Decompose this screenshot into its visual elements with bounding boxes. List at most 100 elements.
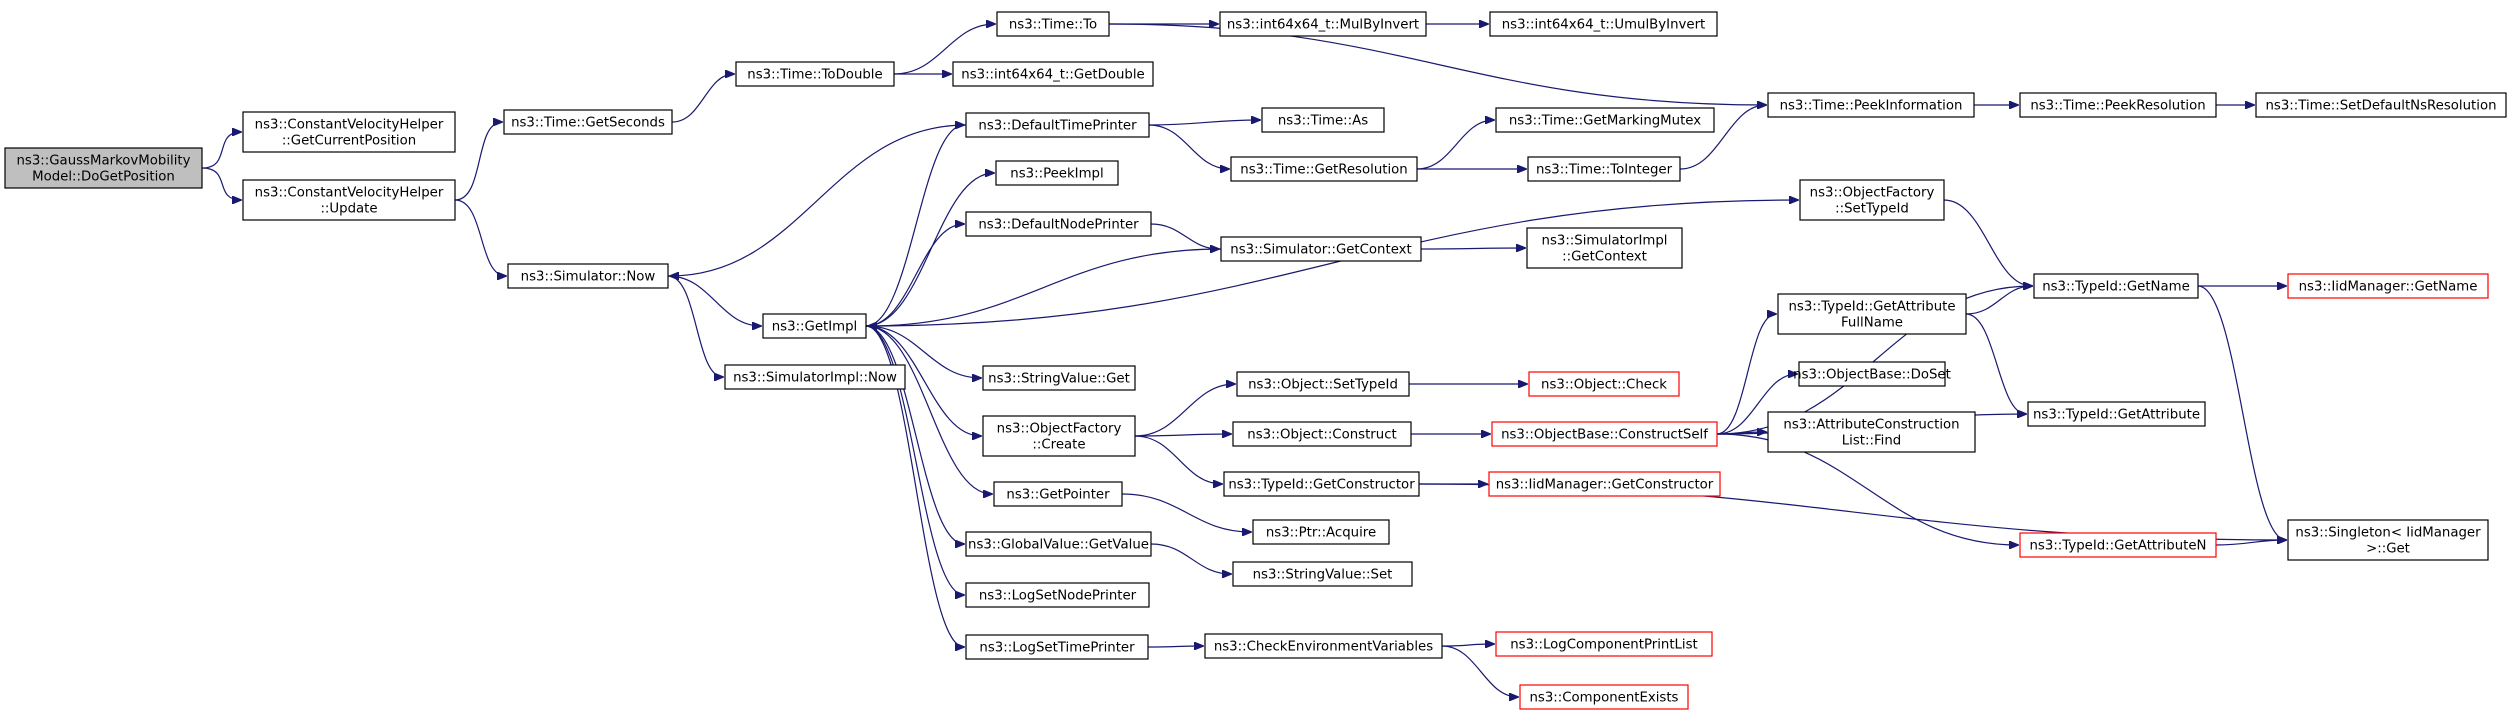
node-label: ns3::GetPointer bbox=[1006, 488, 1110, 503]
node-box bbox=[982, 365, 1136, 391]
node-checkenvvars[interactable]: ns3::CheckEnvironmentVariables bbox=[1204, 633, 1443, 659]
node-peekimpl[interactable]: ns3::PeekImpl bbox=[995, 160, 1119, 186]
node-box bbox=[965, 634, 1149, 660]
node-box bbox=[995, 160, 1119, 186]
node-time-getmarkingmutex[interactable]: ns3::Time::GetMarkingMutex bbox=[1495, 107, 1715, 133]
node-time-tointeger[interactable]: ns3::Time::ToInteger bbox=[1527, 156, 1681, 182]
call-edge-getimpl-to-globalvalue_getvalue bbox=[865, 325, 964, 544]
node-object-settypeid[interactable]: ns3::Object::SetTypeId bbox=[1236, 371, 1410, 397]
node-time-getresolution[interactable]: ns3::Time::GetResolution bbox=[1230, 156, 1418, 182]
node-box bbox=[1767, 92, 1975, 118]
node-stringvalue-get[interactable]: ns3::StringValue::Get bbox=[982, 365, 1136, 391]
node-label: ns3::TypeId::GetAttribute bbox=[1788, 300, 1955, 315]
node-umulbyinvert[interactable]: ns3::int64x64_t::UmulByInvert bbox=[1489, 11, 1718, 37]
node-time-peekinformation[interactable]: ns3::Time::PeekInformation bbox=[1767, 92, 1975, 118]
node-label: ns3::IidManager::GetConstructor bbox=[1496, 478, 1714, 493]
node-simulator-now[interactable]: ns3::Simulator::Now bbox=[507, 263, 669, 289]
node-label: ns3::GlobalValue::GetValue bbox=[968, 538, 1149, 553]
node-label: ns3::Time::SetDefaultNsResolution bbox=[2265, 99, 2496, 114]
edge-line bbox=[201, 167, 241, 200]
call-edge-objectfactory_create-to-object_construct bbox=[1134, 434, 1231, 436]
node-cvh-getcurpos[interactable]: ns3::ConstantVelocityHelper::GetCurrentP… bbox=[242, 111, 456, 153]
node-time-as[interactable]: ns3::Time::As bbox=[1261, 107, 1385, 133]
node-componentexists[interactable]: ns3::ComponentExists bbox=[1519, 684, 1689, 710]
edge-line bbox=[865, 200, 1798, 327]
node-box bbox=[1219, 11, 1427, 37]
node-cvh-update[interactable]: ns3::ConstantVelocityHelper::Update bbox=[242, 179, 456, 221]
node-label: ::SetTypeId bbox=[1835, 202, 1909, 217]
node-iidmanager-getname[interactable]: ns3::IidManager::GetName bbox=[2287, 273, 2489, 299]
edge-line bbox=[1150, 543, 1231, 574]
node-simimpl-getcontext[interactable]: ns3::SimulatorImpl::GetContext bbox=[1526, 227, 1683, 269]
node-box bbox=[1495, 107, 1715, 133]
node-box bbox=[4, 147, 203, 189]
node-label: ns3::TypeId::GetAttribute bbox=[2033, 408, 2200, 423]
node-box bbox=[2287, 519, 2489, 561]
node-simimpl-now[interactable]: ns3::SimulatorImpl::Now bbox=[724, 364, 906, 390]
node-simulator-getcontext[interactable]: ns3::Simulator::GetContext bbox=[1220, 236, 1422, 262]
node-time-setdefaultnsres[interactable]: ns3::Time::SetDefaultNsResolution bbox=[2255, 92, 2507, 118]
edge-line bbox=[1121, 493, 1251, 532]
node-box bbox=[735, 61, 895, 87]
node-typeid-getconstructor[interactable]: ns3::TypeId::GetConstructor bbox=[1223, 471, 1420, 497]
node-typeid-getattribute[interactable]: ns3::TypeId::GetAttribute bbox=[2027, 401, 2206, 427]
node-defaultnodeprinter[interactable]: ns3::DefaultNodePrinter bbox=[965, 211, 1152, 237]
node-logsettimeprinter[interactable]: ns3::LogSetTimePrinter bbox=[965, 634, 1149, 660]
node-stringvalue-set[interactable]: ns3::StringValue::Set bbox=[1232, 561, 1413, 587]
node-time-getseconds[interactable]: ns3::Time::GetSeconds bbox=[503, 109, 673, 135]
node-globalvalue-getvalue[interactable]: ns3::GlobalValue::GetValue bbox=[965, 531, 1152, 557]
node-logcomponentprintlist[interactable]: ns3::LogComponentPrintList bbox=[1495, 631, 1713, 657]
edge-line bbox=[865, 224, 964, 327]
node-label: FullName bbox=[1841, 316, 1903, 331]
node-label: ns3::GetImpl bbox=[772, 320, 857, 335]
node-time-todouble[interactable]: ns3::Time::ToDouble bbox=[735, 61, 895, 87]
node-label: List::Find bbox=[1842, 434, 1901, 449]
node-objectfactory-create[interactable]: ns3::ObjectFactory::Create bbox=[982, 415, 1136, 457]
node-getpointer[interactable]: ns3::GetPointer bbox=[993, 481, 1123, 507]
edge-line bbox=[454, 199, 506, 276]
node-box bbox=[2033, 273, 2199, 299]
node-label: ns3::Time::To bbox=[1009, 18, 1097, 33]
edge-line bbox=[865, 325, 981, 436]
edge-line bbox=[1441, 644, 1494, 646]
node-label: ns3::Object::Construct bbox=[1247, 428, 1396, 443]
node-box bbox=[2027, 401, 2206, 427]
node-time-to[interactable]: ns3::Time::To bbox=[996, 11, 1110, 37]
node-iidmanager-getconstructor[interactable]: ns3::IidManager::GetConstructor bbox=[1488, 471, 1721, 497]
node-box bbox=[1232, 561, 1413, 587]
node-logsetnodeprinter[interactable]: ns3::LogSetNodePrinter bbox=[965, 582, 1150, 608]
node-getimpl[interactable]: ns3::GetImpl bbox=[762, 313, 867, 339]
node-objectbase-doset[interactable]: ns3::ObjectBase::DoSet bbox=[1793, 361, 1951, 387]
node-object-check[interactable]: ns3::Object::Check bbox=[1528, 371, 1680, 397]
node-objectbase-constructself[interactable]: ns3::ObjectBase::ConstructSelf bbox=[1491, 421, 1718, 447]
node-label: ns3::TypeId::GetName bbox=[2042, 280, 2190, 295]
call-edge-time_tointeger-to-time_peekinformation bbox=[1679, 105, 1766, 170]
call-edge-defaultnodeprinter-to-simulator_getcontext bbox=[1150, 223, 1219, 249]
node-ptr-acquire[interactable]: ns3::Ptr::Acquire bbox=[1252, 519, 1390, 545]
node-label: ::Update bbox=[320, 202, 377, 217]
node-object-construct[interactable]: ns3::Object::Construct bbox=[1232, 421, 1412, 447]
node-label: ns3::ConstantVelocityHelper bbox=[255, 186, 444, 201]
node-singleton-get[interactable]: ns3::Singleton< IidManager>::Get bbox=[2287, 519, 2489, 561]
call-edge-getpointer-to-ptr_acquire bbox=[1121, 493, 1251, 532]
node-time-peekresolution[interactable]: ns3::Time::PeekResolution bbox=[2019, 92, 2217, 118]
call-edge-typeid_getattrfullname-to-typeid_getname bbox=[1965, 286, 2032, 315]
call-edge-getimpl-to-stringvalue_get bbox=[865, 325, 981, 378]
node-defaulttimeprinter[interactable]: ns3::DefaultTimePrinter bbox=[965, 112, 1150, 138]
call-edge-getimpl-to-defaulttimeprinter bbox=[865, 125, 964, 327]
node-typeid-getname[interactable]: ns3::TypeId::GetName bbox=[2033, 273, 2199, 299]
node-label: ns3::LogSetTimePrinter bbox=[979, 641, 1135, 656]
node-mulbyinvert[interactable]: ns3::int64x64_t::MulByInvert bbox=[1219, 11, 1427, 37]
edge-line bbox=[454, 122, 502, 201]
node-box bbox=[1204, 633, 1443, 659]
node-box bbox=[1777, 293, 1967, 335]
edge-line bbox=[1965, 286, 2032, 315]
node-objectfactory-settypeid[interactable]: ns3::ObjectFactory::SetTypeId bbox=[1799, 179, 1945, 221]
node-label: ::GetContext bbox=[1562, 250, 1647, 265]
node-root[interactable]: ns3::GaussMarkovMobilityModel::DoGetPosi… bbox=[4, 147, 203, 189]
node-int64-getdouble[interactable]: ns3::int64x64_t::GetDouble bbox=[952, 61, 1154, 87]
node-label: ns3::Object::Check bbox=[1541, 378, 1667, 393]
node-typeid-getattributen[interactable]: ns3::TypeId::GetAttributeN bbox=[2019, 532, 2217, 558]
